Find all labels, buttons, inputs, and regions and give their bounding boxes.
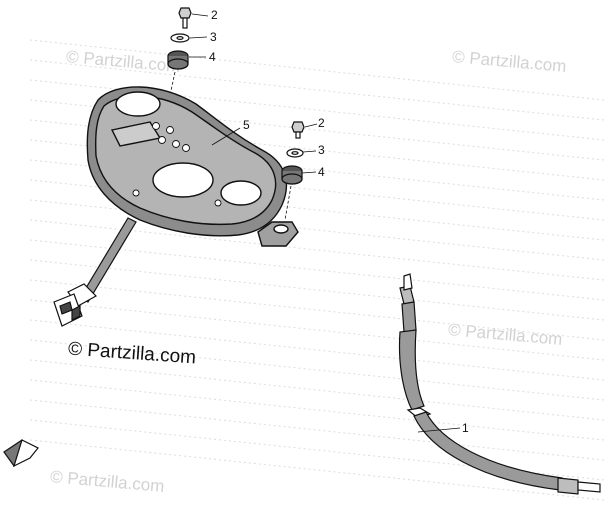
front-arrow-icon <box>3 439 39 468</box>
callout-cable-1: 1 <box>462 421 469 435</box>
washer-left <box>170 33 190 43</box>
callout-washer-3-left: 3 <box>210 30 217 44</box>
axis-line-right <box>284 185 292 221</box>
callout-meter-5: 5 <box>243 118 250 132</box>
leader-line-cable <box>417 427 461 433</box>
bolt-right <box>291 121 305 139</box>
callout-grommet-4-right: 4 <box>318 165 325 179</box>
bolt-left <box>178 7 192 29</box>
meter-housing <box>86 86 299 247</box>
speedometer-cable <box>398 273 601 495</box>
callout-bolt-2-right: 2 <box>318 116 325 130</box>
grommet-right <box>281 165 303 185</box>
callout-washer-3-right: 3 <box>318 143 325 157</box>
callout-grommet-4-left: 4 <box>209 50 216 64</box>
indicator-lights <box>132 122 222 207</box>
callout-bolt-2-left: 2 <box>211 8 218 22</box>
wiring-harness <box>53 217 137 327</box>
washer-right <box>286 148 304 158</box>
grommet-left <box>167 50 189 70</box>
leader-lines-left-stack <box>189 13 209 58</box>
axis-line-left <box>167 71 176 106</box>
leader-lines-right-stack <box>211 123 318 174</box>
